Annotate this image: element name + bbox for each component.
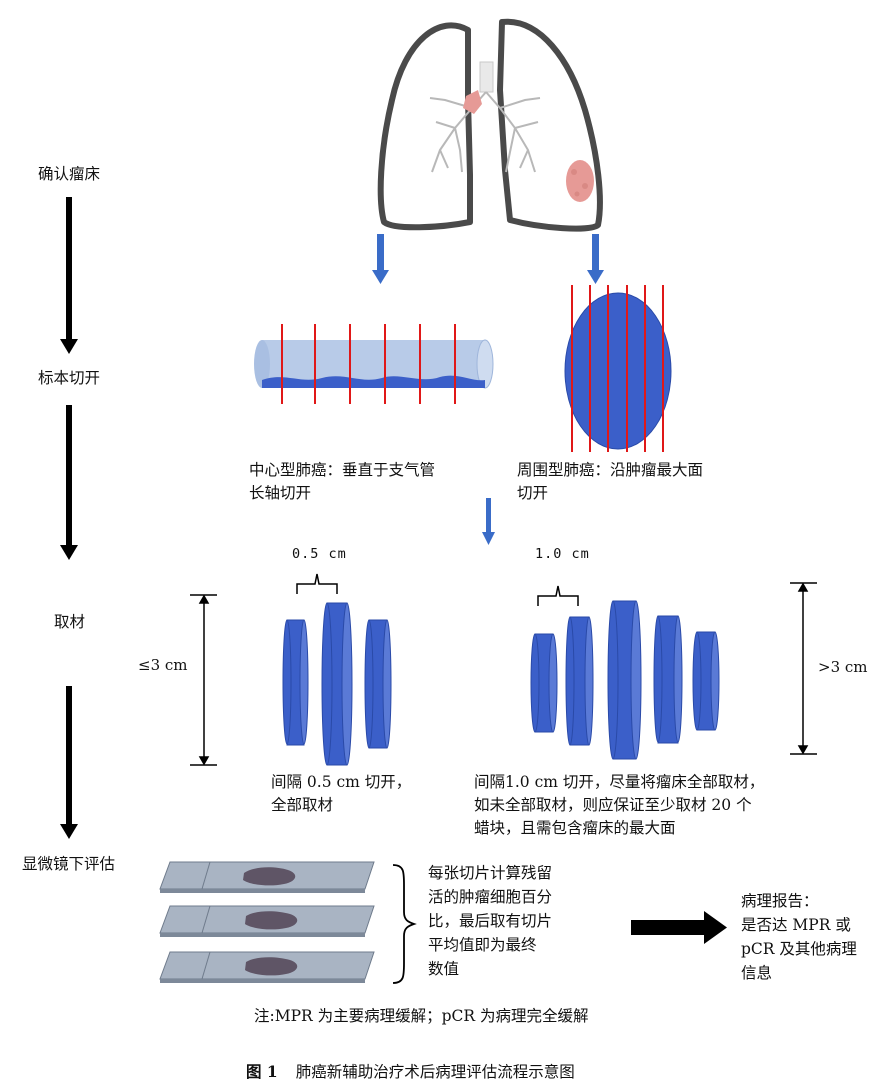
peripheral-tumor	[566, 160, 594, 202]
left-lung-outline	[377, 22, 473, 231]
blue-arrow-peripheral	[587, 234, 604, 284]
step-arrow-2	[60, 405, 78, 560]
step-confirm-tumor-bed: 确认瘤床	[38, 165, 101, 183]
evaluation-note: 每张切片计算残留 活的肿瘤细胞百分 比，最后取有切片 平均值即为最终 数值	[428, 864, 553, 978]
lungs-illustration	[377, 18, 603, 232]
report-arrow	[631, 911, 727, 944]
bronchus-cut-lines	[281, 324, 456, 404]
tissue-disc	[282, 619, 309, 746]
tissue-disc	[321, 602, 353, 766]
interval-small-label: 0.5 cm	[292, 546, 347, 562]
slide	[159, 951, 375, 983]
central-tumor	[463, 90, 482, 114]
size-small-label: ≤3 cm	[138, 656, 188, 674]
pathology-report: 病理报告： 是否达 MPR 或 pCR 及其他病理 信息	[741, 892, 857, 982]
mass-cut-lines	[571, 285, 664, 452]
tissue-disc	[530, 633, 558, 733]
bronchus-tube	[254, 324, 494, 404]
step-sampling: 取材	[54, 613, 86, 631]
figure-caption: 图 1 肺癌新辅助治疗术后病理评估流程示意图	[246, 1037, 575, 1084]
tissue-disc	[653, 615, 683, 744]
small-sampling-note: 间隔 0.5 cm 切开， 全部取材	[271, 773, 412, 814]
glass-slides	[159, 861, 375, 983]
tissue-disc	[607, 600, 642, 760]
tissue-disc	[692, 631, 720, 731]
slide	[159, 861, 375, 893]
interval-large-label: 1.0 cm	[535, 546, 590, 562]
blue-arrow-sampling	[482, 498, 495, 545]
size-bar-small	[190, 594, 217, 766]
figure-label: 图 1	[246, 1062, 278, 1081]
step-microscopy: 显微镜下评估	[22, 855, 116, 873]
step-arrow-1	[60, 197, 78, 354]
central-cut-label: 中心型肺癌：垂直于支气管 长轴切开	[249, 461, 436, 502]
right-lung-outline	[497, 18, 603, 232]
step-arrow-3	[60, 686, 78, 839]
size-large-label: >3 cm	[818, 658, 868, 676]
slide	[159, 905, 375, 937]
size-bar-large	[790, 582, 817, 755]
interval-bracket-large	[537, 585, 579, 606]
blue-arrow-central	[372, 234, 389, 284]
large-sampling-note: 间隔1.0 cm 切开，尽量将瘤床全部取材， 如未全部取材，则应保证至少取材 2…	[474, 773, 765, 837]
footnote: 注:MPR 为主要病理缓解；pCR 为病理完全缓解	[254, 1007, 589, 1025]
tissue-disc	[565, 616, 594, 746]
tissue-discs-small	[282, 602, 392, 766]
curly-brace	[392, 864, 417, 984]
peripheral-cut-label: 周围型肺癌：沿肿瘤最大面 切开	[517, 461, 704, 502]
figure-title: 肺癌新辅助治疗术后病理评估流程示意图	[295, 1063, 575, 1081]
interval-bracket-small	[296, 573, 338, 594]
bronchial-tree	[429, 61, 541, 173]
peripheral-mass	[564, 285, 672, 452]
step-cut-specimen: 标本切开	[38, 369, 101, 387]
tissue-discs-large	[530, 600, 720, 760]
tissue-disc	[364, 619, 392, 749]
